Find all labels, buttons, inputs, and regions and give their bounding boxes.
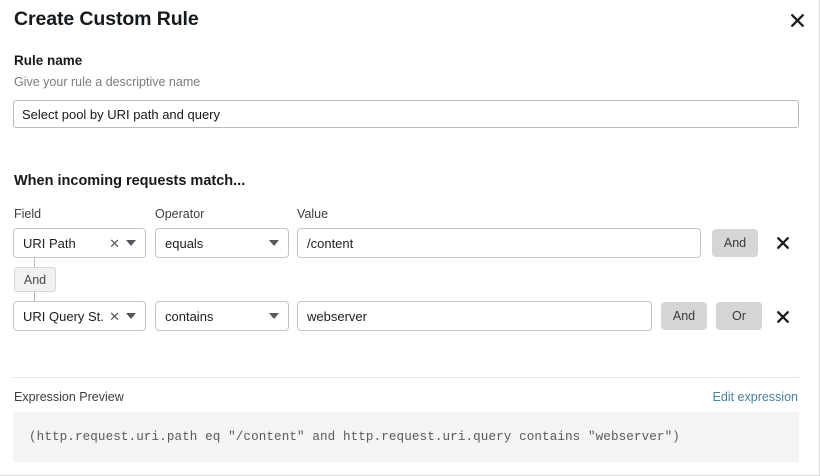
- operator-select-row-1[interactable]: equals: [155, 228, 289, 258]
- group-connector-and-button[interactable]: And: [14, 267, 56, 292]
- delete-row-1-icon[interactable]: [772, 232, 794, 254]
- clear-icon[interactable]: ✕: [109, 235, 120, 251]
- match-section-heading: When incoming requests match...: [14, 173, 246, 189]
- connector-line-top: [34, 258, 35, 268]
- column-header-operator: Operator: [155, 207, 205, 221]
- field-select-row-1[interactable]: URI Path ✕: [13, 228, 146, 258]
- value-input-row-1[interactable]: [297, 228, 701, 258]
- column-header-field: Field: [14, 207, 42, 221]
- operator-select-value-row-1: equals: [165, 235, 204, 251]
- page-title: Create Custom Rule: [14, 8, 199, 30]
- field-select-value-row-2: URI Query St...: [23, 308, 106, 324]
- or-button-row-2[interactable]: Or: [716, 302, 762, 330]
- section-divider: [13, 377, 799, 378]
- rule-name-input[interactable]: [13, 100, 799, 128]
- operator-select-row-2[interactable]: contains: [155, 301, 289, 331]
- connector-line-bottom: [34, 292, 35, 302]
- and-button-row-1[interactable]: And: [712, 229, 758, 257]
- field-select-row-2[interactable]: URI Query St... ✕: [13, 301, 146, 331]
- expression-preview-code: (http.request.uri.path eq "/content" and…: [29, 430, 680, 444]
- column-header-value: Value: [297, 207, 329, 221]
- value-input-row-2[interactable]: [297, 301, 652, 331]
- chevron-down-icon[interactable]: [267, 312, 288, 320]
- edit-expression-link[interactable]: Edit expression: [712, 390, 798, 404]
- rule-name-helper: Give your rule a descriptive name: [14, 75, 201, 89]
- chevron-down-icon[interactable]: [124, 312, 145, 320]
- expression-preview-box: (http.request.uri.path eq "/content" and…: [13, 412, 799, 462]
- delete-row-2-icon[interactable]: [772, 306, 794, 328]
- field-select-value-row-1: URI Path: [23, 235, 76, 251]
- chevron-down-icon[interactable]: [124, 239, 145, 247]
- close-icon[interactable]: [784, 7, 810, 33]
- operator-select-value-row-2: contains: [165, 308, 214, 324]
- expression-preview-label: Expression Preview: [14, 390, 124, 404]
- and-button-row-2[interactable]: And: [661, 302, 707, 330]
- rule-name-label: Rule name: [14, 53, 83, 68]
- chevron-down-icon[interactable]: [267, 239, 288, 247]
- clear-icon[interactable]: ✕: [109, 308, 120, 324]
